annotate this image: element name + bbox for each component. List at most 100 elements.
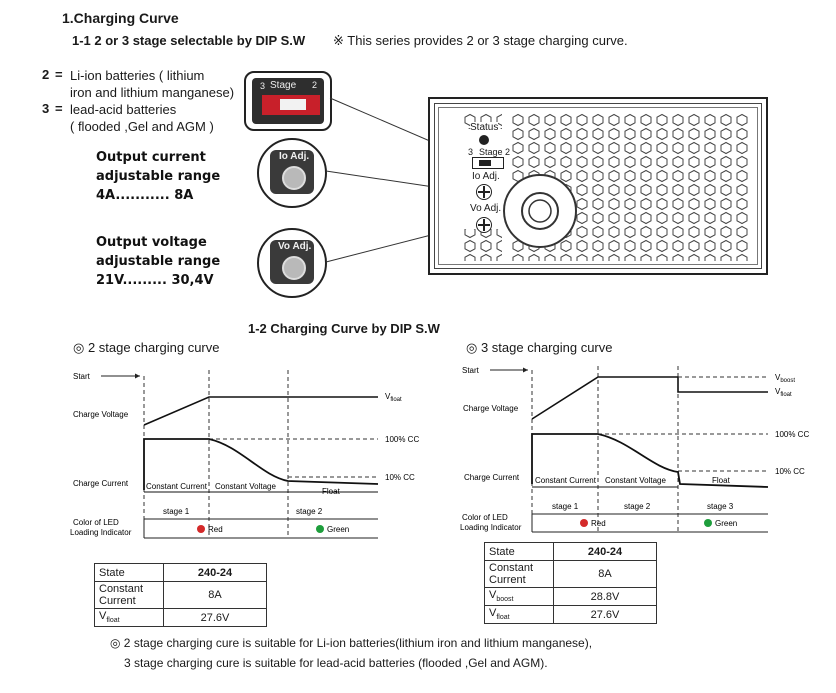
two-float: Float (322, 487, 341, 496)
option-2-equals: = (55, 67, 63, 82)
three-cc10-label: 10% CC (775, 467, 805, 476)
option-2-line-2: iron and lithium manganese) (70, 85, 235, 100)
three-led-line1: Color of LED (462, 513, 508, 522)
two-cc100-label: 100% CC (385, 435, 419, 444)
table-cell: State (484, 542, 554, 561)
two-led-line2: Loading Indicator (70, 528, 132, 537)
table-cell: 28.8V (553, 587, 657, 606)
three-stage3: stage 3 (707, 502, 734, 511)
table-cell: 240-24 (553, 542, 657, 561)
two-cc10-label: 10% CC (385, 473, 415, 482)
three-vfloat-label: Vfloat (775, 387, 792, 398)
io-knob-icon (282, 166, 306, 190)
panel-stage-label: Stage (479, 147, 503, 157)
status-label: Status (470, 122, 499, 133)
status-led-icon (479, 135, 489, 145)
three-constant-current: Constant Current (535, 476, 597, 485)
panel-vo-pot-icon[interactable] (476, 217, 492, 233)
subsection-1-title: 1-1 2 or 3 stage selectable by DIP S.W (72, 33, 306, 48)
three-start-label: Start (462, 366, 480, 375)
vo-adjust-line-2: adjustable range (96, 254, 221, 269)
two-constant-voltage: Constant Voltage (215, 482, 276, 491)
two-charge-voltage-label: Charge Voltage (73, 410, 129, 419)
io-adjust-photo-label: Io Adj. (279, 151, 310, 162)
two-constant-current: Constant Current (146, 482, 208, 491)
panel-stage-2: 2 (505, 147, 511, 157)
subsection-2-title: 1-2 Charging Curve by DIP S.W (248, 321, 440, 336)
table-row: Vfloat 27.6V (94, 608, 267, 627)
front-panel: Status 3 Stage 2 Io Adj. Vo Adj. (428, 97, 768, 275)
table-cell: 8A (553, 560, 657, 588)
vo-knob-icon (282, 256, 306, 280)
option-2-line-1: Li-ion batteries ( lithium (70, 68, 205, 83)
dip-switch-photo: 3 Stage 2 (244, 71, 332, 131)
table-cell: 27.6V (163, 608, 267, 627)
table-cell: 240-24 (163, 563, 267, 582)
panel-dip-switch[interactable] (472, 157, 504, 169)
three-stage2: stage 2 (624, 502, 651, 511)
section-title: 1.Charging Curve (62, 10, 179, 26)
dip-photo-label-2: 2 (312, 80, 318, 90)
option-3-line-2: ( flooded ,Gel and AGM ) (70, 119, 214, 134)
dip-photo-label-3: 3 (260, 81, 266, 91)
two-red-label: Red (208, 525, 223, 534)
table-cell: Vfloat (94, 608, 164, 627)
three-stage-heading: ◎ 3 stage charging curve (466, 340, 613, 355)
panel-io-adj-label: Io Adj. (472, 171, 500, 182)
io-adjust-line-2: adjustable range (96, 169, 221, 184)
two-vfloat-label: Vfloat (385, 392, 402, 403)
table-row: Vfloat 27.6V (484, 605, 657, 624)
vo-adjust-line-1: Output voltage (96, 235, 207, 250)
table-cell: Vfloat (484, 605, 554, 624)
table-row: State 240-24 (484, 542, 657, 561)
three-float: Float (712, 476, 731, 485)
three-stage1: stage 1 (552, 502, 579, 511)
three-green-label: Green (715, 519, 737, 528)
option-3-equals: = (55, 101, 63, 116)
table-cell: 8A (163, 581, 267, 609)
table-cell: 27.6V (553, 605, 657, 624)
three-red-dot-icon (580, 519, 588, 527)
two-stage-heading: ◎ 2 stage charging curve (73, 340, 220, 355)
three-constant-voltage: Constant Voltage (605, 476, 666, 485)
option-2-key: 2 (42, 67, 50, 82)
vo-adjust-range: 21V......... 30,4V (96, 273, 214, 288)
table-row: Vboost 28.8V (484, 587, 657, 606)
panel-vo-adj-label: Vo Adj. (470, 203, 502, 214)
two-led-line1: Color of LED (73, 518, 119, 527)
three-vboost-label: Vboost (775, 373, 795, 384)
two-stage2: stage 2 (296, 507, 323, 516)
two-green-label: Green (327, 525, 349, 534)
three-charge-current-label: Charge Current (464, 473, 520, 482)
three-led-line2: Loading Indicator (460, 523, 522, 532)
two-charge-current-label: Charge Current (73, 479, 129, 488)
two-start-label: Start (73, 372, 91, 381)
vo-adjust-photo-label: Vo Adj. (278, 241, 312, 252)
panel-stage-3: 3 (468, 147, 474, 157)
dip-photo-label-stage: Stage (270, 80, 297, 91)
io-adjust-photo: Io Adj. (257, 138, 327, 208)
panel-io-pot-icon[interactable] (476, 184, 492, 200)
io-adjust-range: 4A........... 8A (96, 188, 194, 203)
option-3-key: 3 (42, 101, 50, 116)
three-charge-voltage-label: Charge Voltage (463, 404, 519, 413)
two-stage1: stage 1 (163, 507, 190, 516)
footnote-line-2: 3 stage charging cure is suitable for le… (124, 656, 548, 670)
two-green-dot-icon (316, 525, 324, 533)
two-red-dot-icon (197, 525, 205, 533)
three-red-label: Red (591, 519, 606, 528)
subsection-1-note: ※ This series provides 2 or 3 stage char… (333, 33, 628, 48)
vo-adjust-photo: Vo Adj. (257, 228, 327, 298)
dip-switch-slider (280, 99, 306, 110)
option-3-line-1: lead-acid batteries (70, 102, 177, 117)
io-adjust-line-1: Output current (96, 150, 206, 165)
table-cell: Vboost (484, 587, 554, 606)
footnote-line-1: ◎ 2 stage charging cure is suitable for … (110, 636, 593, 650)
